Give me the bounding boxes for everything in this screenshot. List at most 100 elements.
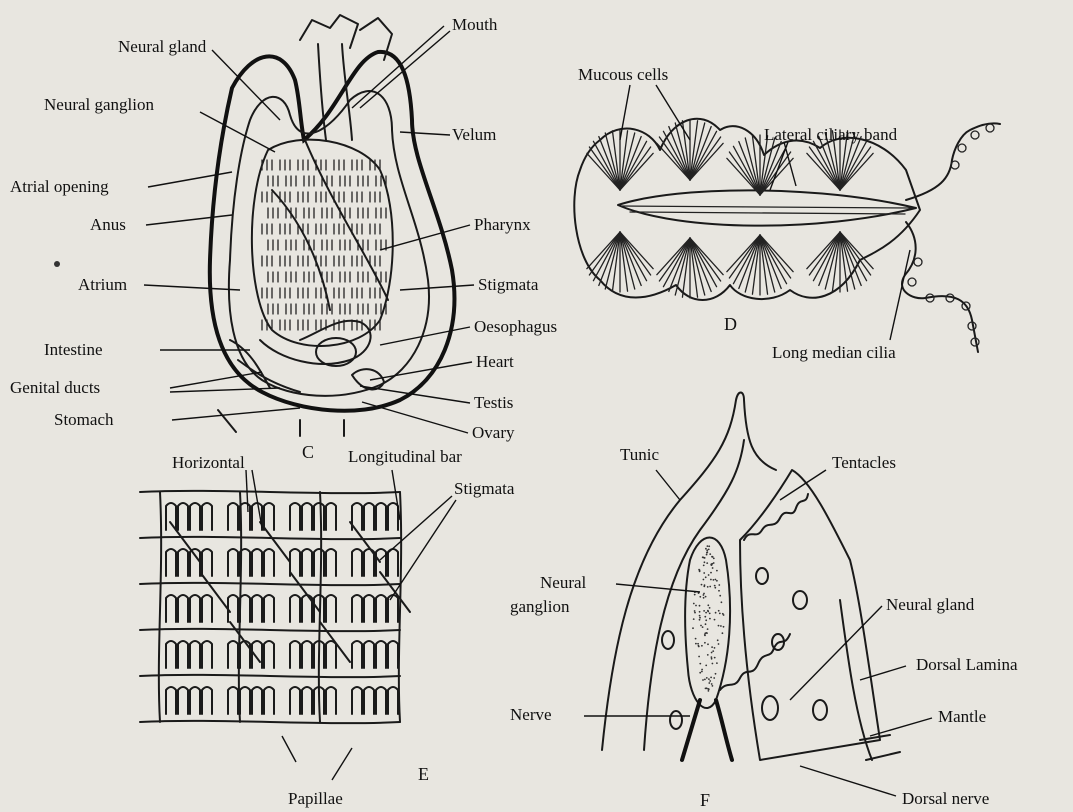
stigma: [166, 687, 176, 714]
figure-d-gill-bar-section: Mucous cells Lateral ciliary band Long m…: [574, 65, 1000, 362]
stigma: [314, 503, 324, 530]
stipple-dot: [714, 619, 716, 621]
stigma-slit: [268, 208, 278, 218]
stigma: [252, 549, 262, 576]
stipple-dot: [698, 646, 700, 648]
ganglion-stipple: [692, 545, 724, 692]
stipple-dot: [704, 616, 706, 618]
stigma: [178, 595, 188, 622]
stigma-slit: [334, 160, 344, 170]
stipple-dot: [715, 673, 717, 675]
label-stomach: Stomach: [54, 410, 114, 429]
label-dorsal-nerve: Dorsal nerve: [902, 789, 989, 808]
stigma: [376, 595, 386, 622]
label-neural-gland: Neural gland: [118, 37, 207, 56]
stigma: [290, 687, 300, 714]
figure-e-branchial-grid: Horizontal Longitudinal bar Stigmata Pap…: [140, 447, 515, 808]
stigma-slit: [280, 320, 290, 330]
stipple-dot: [703, 594, 705, 596]
stigma: [264, 641, 274, 668]
stipple-dot: [712, 567, 714, 569]
horizontal-bar: [140, 721, 400, 723]
stipple-dot: [695, 638, 697, 640]
stipple-dot: [705, 665, 707, 667]
stigma-slit: [286, 304, 296, 314]
stigma-slit: [304, 176, 314, 186]
papilla-bar: [170, 522, 200, 562]
label-velum: Velum: [452, 125, 496, 144]
stipple-dot: [700, 625, 702, 627]
stigma-slit: [358, 176, 368, 186]
stigma-slit: [316, 192, 326, 202]
horizontal-bar: [140, 675, 400, 677]
stigma-slit: [304, 304, 314, 314]
stipple-dot: [706, 632, 708, 634]
stipple-dot: [699, 672, 701, 674]
stigma: [326, 549, 336, 576]
stipple-dot: [703, 597, 705, 599]
stigma: [352, 549, 362, 576]
cilia-bead: [914, 258, 922, 266]
stipple-dot: [715, 579, 717, 581]
stipple-dot: [718, 584, 720, 586]
stigma-slit: [322, 240, 332, 250]
stipple-dot: [706, 549, 708, 551]
stigma: [178, 687, 188, 714]
stipple-dot: [708, 545, 710, 547]
stipple-dot: [707, 628, 709, 630]
stigma: [290, 595, 300, 622]
stipple-dot: [709, 607, 711, 609]
stipple-dot: [709, 613, 711, 615]
cilia-bead: [986, 124, 994, 132]
stipple-dot: [698, 656, 700, 658]
cilia-bead: [971, 131, 979, 139]
figure-c-leaders: [144, 26, 474, 433]
tentacle-folds: [744, 494, 808, 540]
stipple-dot: [706, 554, 708, 556]
stipple-dot: [719, 613, 721, 615]
stigma-slit: [370, 224, 380, 234]
stipple-dot: [710, 677, 712, 679]
stipple-dot: [705, 576, 707, 578]
stipple-dot: [703, 586, 705, 588]
stigma: [252, 687, 262, 714]
stigma: [202, 595, 212, 622]
figure-f-neural-complex: Tunic Tentacles Neural ganglion Neural g…: [510, 393, 1018, 811]
label-mantle: Mantle: [938, 707, 986, 726]
longitudinal-bar: [159, 492, 161, 722]
stigma: [364, 687, 374, 714]
stipple-dot: [704, 557, 706, 559]
stigma-slit: [262, 288, 272, 298]
stigma: [290, 549, 300, 576]
stipple-dot: [716, 662, 718, 664]
stipple-dot: [708, 574, 710, 576]
stigma: [376, 687, 386, 714]
stigma: [190, 687, 200, 714]
stipple-dot: [699, 615, 701, 617]
stigma: [190, 641, 200, 668]
stigma: [228, 503, 238, 530]
stipple-dot: [714, 657, 716, 659]
stipple-dot: [699, 617, 701, 619]
stigma: [202, 503, 212, 530]
label-intestine: Intestine: [44, 340, 103, 359]
stigma-slit: [352, 256, 362, 266]
stipple-dot: [708, 688, 710, 690]
cell-5: [793, 591, 807, 609]
stipple-dot: [702, 679, 704, 681]
gland-folds: [720, 634, 790, 690]
cilia-bead: [958, 144, 966, 152]
stigma-slit: [298, 256, 308, 266]
stipple-dot: [708, 690, 710, 692]
stipple-dot: [707, 586, 709, 588]
stipple-dot: [718, 590, 720, 592]
stigma: [388, 595, 398, 622]
stipple-dot: [709, 553, 711, 555]
label-testis: Testis: [474, 393, 513, 412]
stipple-dot: [713, 677, 715, 679]
stigma-slit: [352, 192, 362, 202]
figure-letter-c: C: [302, 442, 314, 462]
stipple-dot: [704, 679, 706, 681]
stipple-dot: [698, 569, 700, 571]
stipple-dot: [699, 663, 701, 665]
